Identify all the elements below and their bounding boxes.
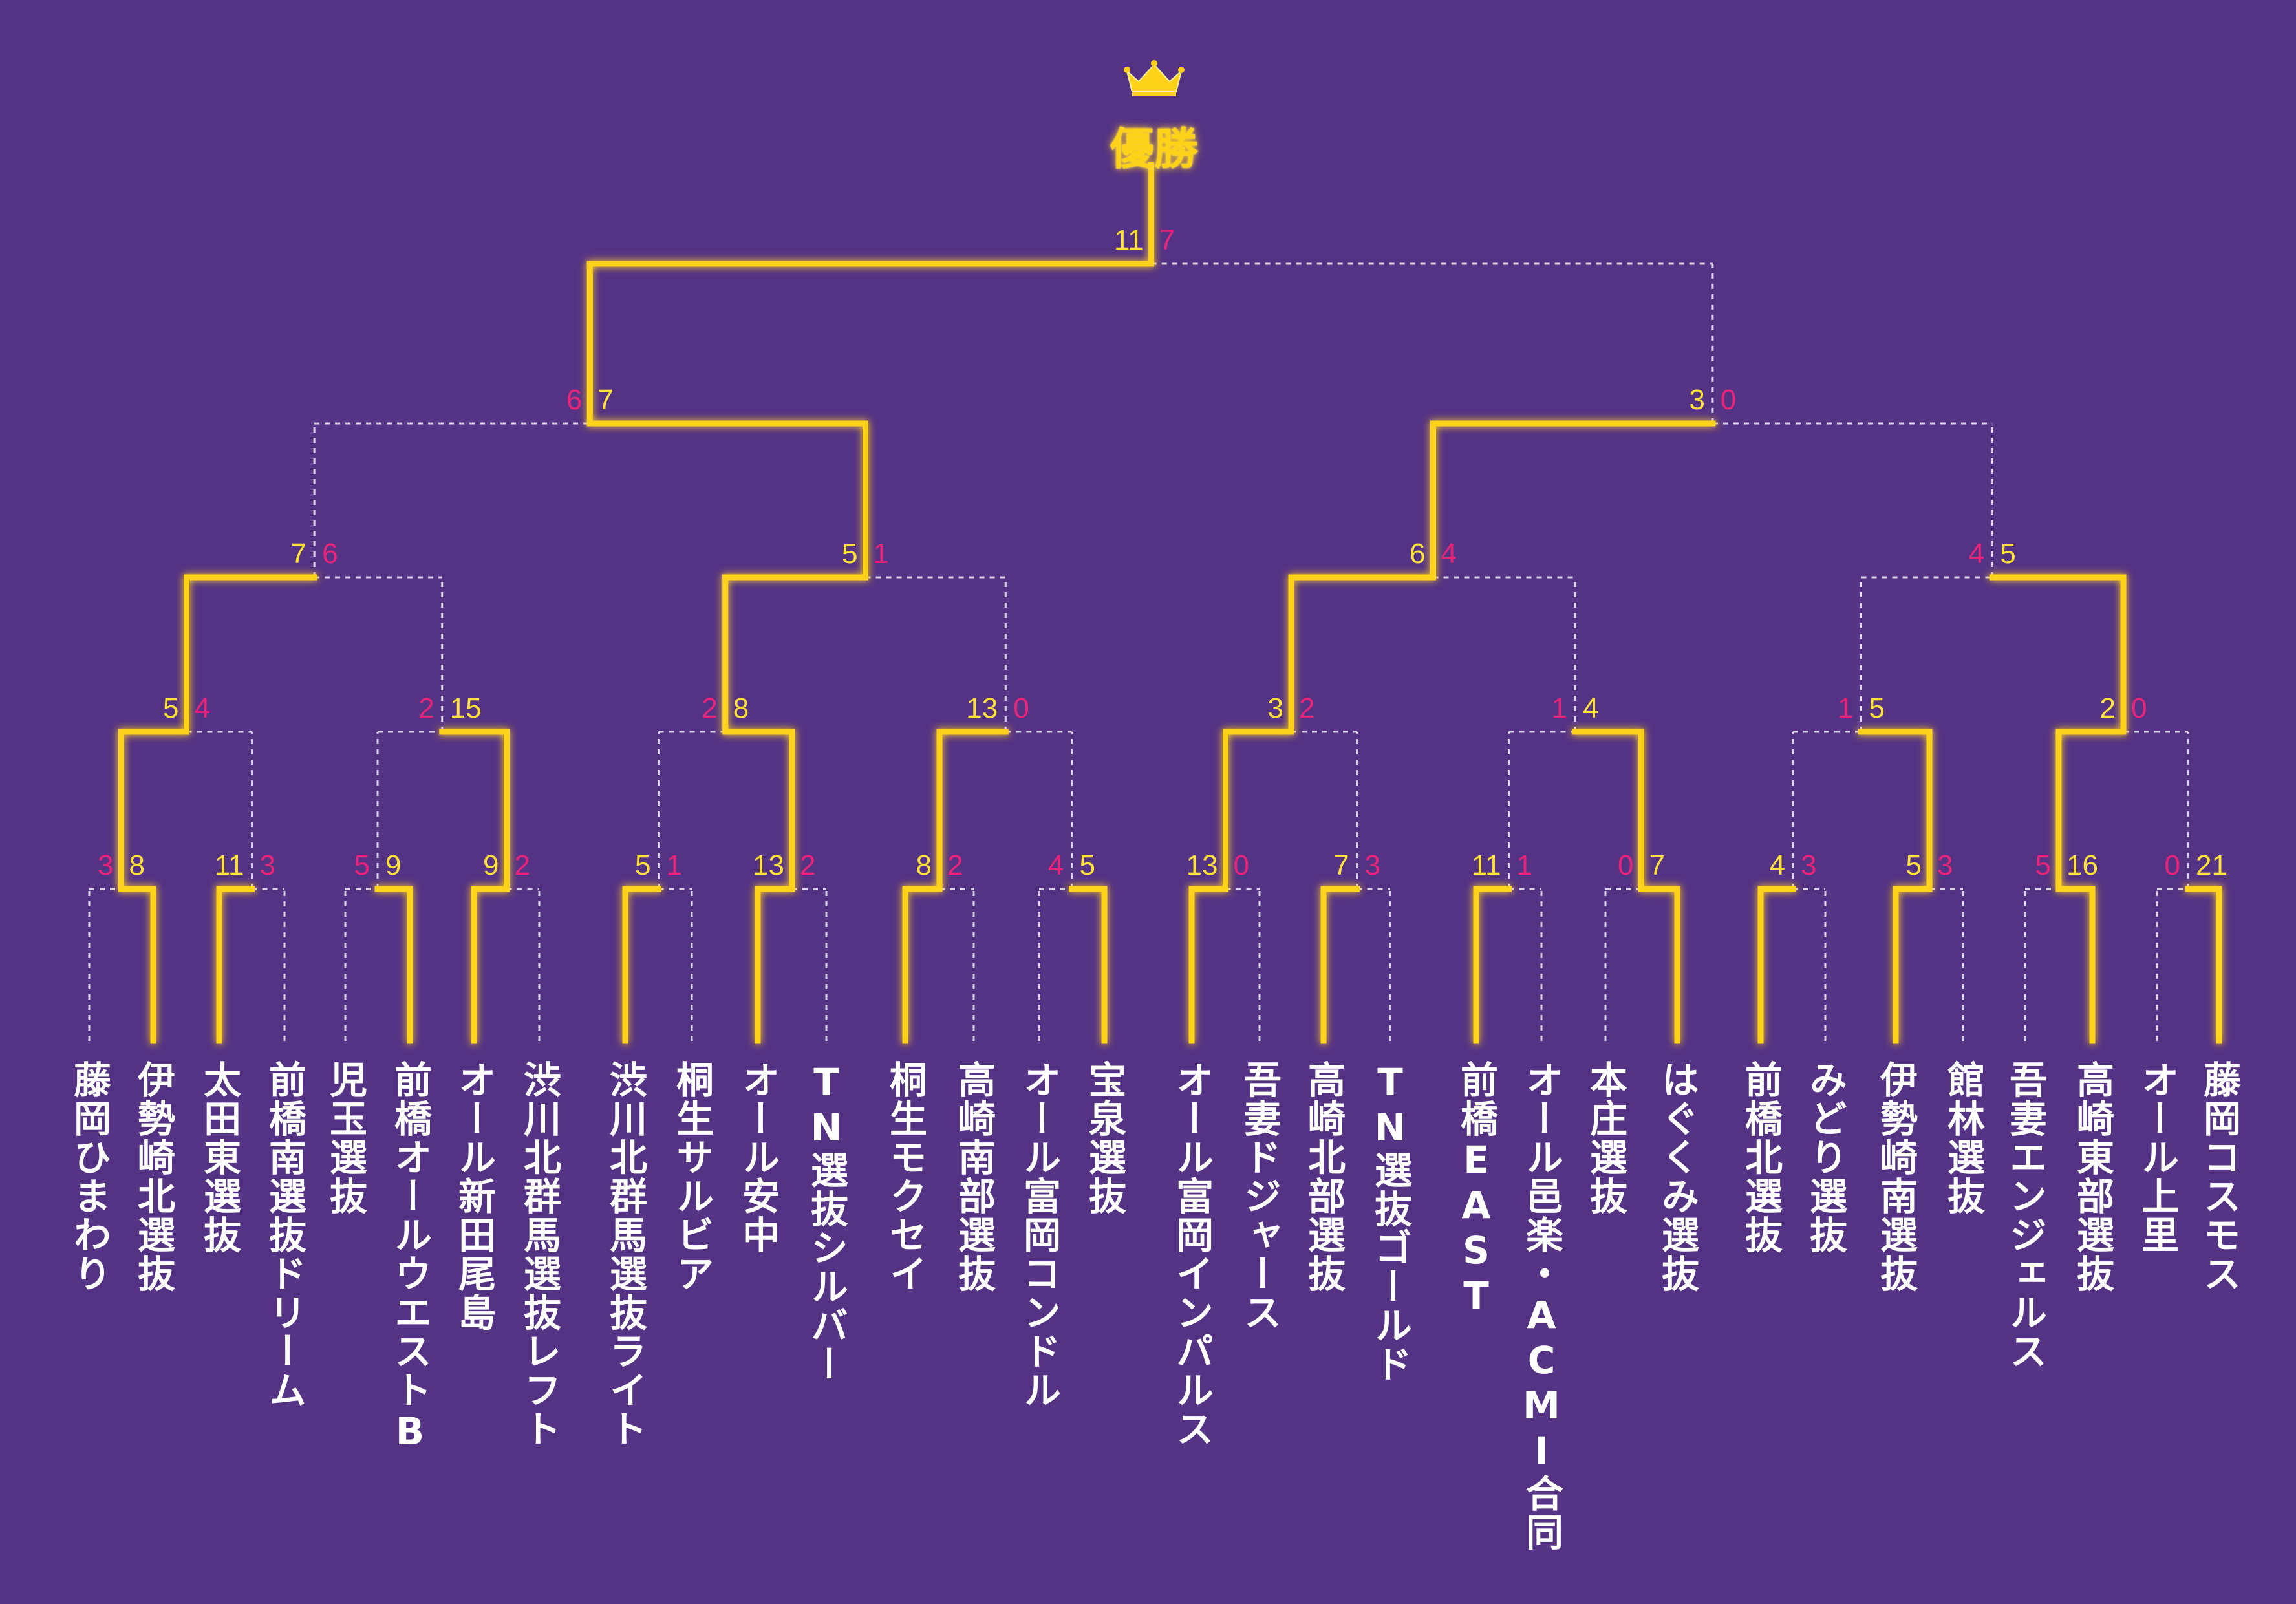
match-score-left: 13 [966, 692, 998, 724]
match-score-left: 1 [1551, 692, 1567, 724]
match-score-left: 0 [1618, 850, 1634, 881]
match-score-left: 4 [1048, 850, 1064, 881]
team-name: みどり選抜 [1803, 1060, 1847, 1254]
team-name: 伊勢崎北選抜 [131, 1060, 175, 1293]
match-score-left: 5 [2035, 850, 2051, 881]
champion-label: 優勝 [1110, 124, 1199, 175]
team-name: 前橋南選抜ドリーム [263, 1060, 306, 1409]
match-score-right: 1 [873, 538, 889, 570]
match-score-right: 4 [1441, 538, 1457, 570]
match-score-right: 16 [2066, 850, 2098, 881]
match-score-left: 2 [2099, 692, 2116, 724]
team-name: 吾妻エンジェルス [2003, 1060, 2047, 1371]
match-score-left: 5 [1905, 850, 1922, 881]
match-score-right: 3 [259, 850, 275, 881]
match-score-left: 5 [163, 692, 179, 724]
match-score-right: 7 [597, 384, 614, 416]
match-score-right: 8 [129, 850, 145, 881]
team-name: 児玉選抜 [323, 1060, 367, 1215]
team-name: 桐生モクセイ [883, 1060, 927, 1293]
team-name: オール富岡インパルス [1170, 1060, 1214, 1448]
match-score-right: 2 [514, 850, 530, 881]
match-score-left: 5 [354, 850, 370, 881]
team-name: TN選抜ゴールド [1368, 1060, 1412, 1384]
match-score-right: 8 [733, 692, 749, 724]
team-name: 高崎南部選抜 [952, 1060, 996, 1293]
team-name: オール新田尾島 [452, 1060, 496, 1332]
match-score-left: 6 [566, 384, 583, 416]
match-score-right: 7 [1649, 850, 1665, 881]
team-name: 前橋オールウエストB [388, 1060, 432, 1455]
match-score-right: 0 [1013, 692, 1029, 724]
match-score-left: 4 [1769, 850, 1785, 881]
match-score-right: 2 [800, 850, 816, 881]
match-score-left: 2 [418, 692, 435, 724]
match-score-left: 9 [483, 850, 499, 881]
match-score-right: 3 [1801, 850, 1817, 881]
team-name: 本庄選抜 [1583, 1060, 1627, 1215]
match-score-right: 0 [1720, 384, 1737, 416]
match-score-right: 5 [1079, 850, 1095, 881]
match-score-right: 4 [1583, 692, 1599, 724]
team-name: 前橋北選抜 [1739, 1060, 1783, 1254]
match-score-right: 15 [449, 692, 482, 724]
match-score-right: 9 [385, 850, 402, 881]
match-score-left: 7 [1333, 850, 1349, 881]
team-name: 太田東選抜 [197, 1060, 241, 1254]
team-name: 藤岡ひまわり [67, 1060, 111, 1293]
match-score-left: 13 [753, 850, 784, 881]
match-score-left: 5 [635, 850, 651, 881]
team-name: 吾妻ドジャース [1238, 1060, 1282, 1332]
match-score-left: 11 [1471, 850, 1501, 881]
match-score-left: 1 [1838, 692, 1854, 724]
match-score-right: 2 [947, 850, 963, 881]
match-score-left: 13 [1186, 850, 1218, 881]
match-score-right: 0 [2131, 692, 2147, 724]
match-score-left: 11 [1113, 224, 1144, 256]
team-name: 館林選抜 [1941, 1060, 1985, 1215]
match-score-left: 3 [1267, 692, 1283, 724]
match-score-right: 3 [1937, 850, 1953, 881]
match-score-left: 3 [98, 850, 114, 881]
match-score-right: 5 [1869, 692, 1885, 724]
match-score-left: 3 [1689, 384, 1705, 416]
match-score-right: 7 [1159, 224, 1175, 256]
match-score-right: 3 [1364, 850, 1380, 881]
team-name: 桐生サルビア [670, 1060, 714, 1293]
team-name: TN選抜シルバー [804, 1060, 848, 1384]
team-name: オール安中 [736, 1060, 780, 1254]
team-name: 藤岡コスモス [2197, 1060, 2241, 1293]
team-name: 渋川北群馬選抜ライト [603, 1060, 647, 1448]
match-score-right: 21 [2196, 850, 2227, 881]
match-score-left: 2 [702, 692, 718, 724]
match-score-right: 2 [1299, 692, 1315, 724]
team-name: オール邑楽・ACMI合同 [1519, 1060, 1563, 1552]
match-score-right: 1 [1516, 850, 1532, 881]
team-name: 渋川北群馬選抜レフト [517, 1060, 561, 1448]
match-score-left: 8 [916, 850, 932, 881]
match-score-left: 5 [842, 538, 858, 570]
match-score-right: 0 [1233, 850, 1249, 881]
team-name: 高崎東部選抜 [2070, 1060, 2114, 1293]
team-name: 宝泉選抜 [1082, 1060, 1126, 1215]
match-score-right: 6 [322, 538, 338, 570]
team-name: はぐくみ選抜 [1655, 1060, 1699, 1293]
match-score-left: 0 [2164, 850, 2180, 881]
match-score-left: 4 [1968, 538, 1985, 570]
match-score-right: 5 [2000, 538, 2016, 570]
crown-icon [1124, 60, 1185, 96]
team-name: 伊勢崎南選抜 [1874, 1060, 1918, 1293]
match-score-right: 1 [666, 850, 682, 881]
match-score-left: 11 [214, 850, 244, 881]
match-score-left: 6 [1410, 538, 1426, 570]
match-score-right: 4 [194, 692, 210, 724]
team-name: 高崎北部選抜 [1302, 1060, 1346, 1293]
team-name: オール上里 [2135, 1060, 2179, 1254]
team-name: オール富岡コンドル [1017, 1060, 1061, 1409]
team-name: 前橋EAST [1454, 1060, 1498, 1319]
match-score-left: 7 [290, 538, 307, 570]
